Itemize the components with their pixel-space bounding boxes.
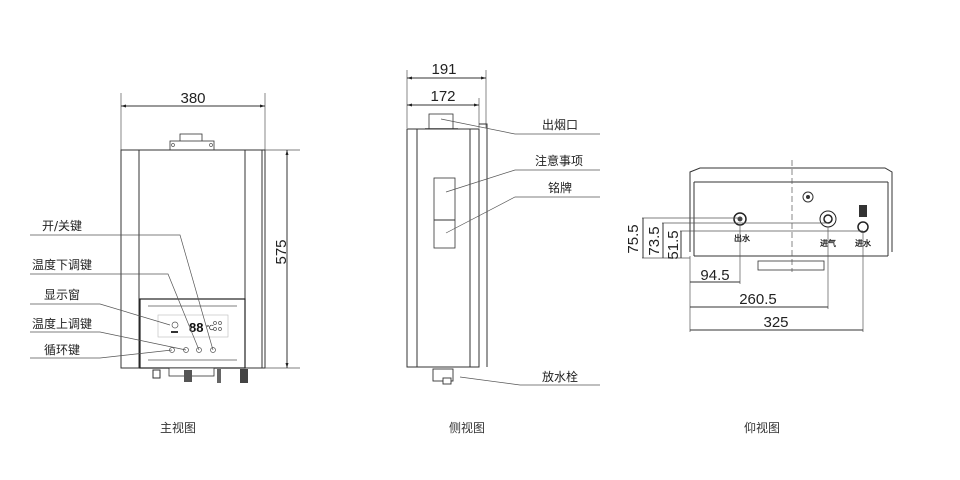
- side-view-caption: 侧视图: [449, 420, 485, 435]
- front-view: 380 575 88 ℃: [30, 90, 300, 435]
- port-label-water-in: 进水: [855, 238, 872, 248]
- callout-nameplate: 铭牌: [548, 180, 572, 195]
- callout-leader: [30, 273, 200, 351]
- mounting-plate: [169, 140, 215, 151]
- callout-power-key: 开/关键: [42, 219, 82, 233]
- indicator-icon: [213, 327, 217, 331]
- callout-leader: [30, 349, 173, 359]
- callout-circulation-key: 循环键: [44, 343, 80, 357]
- dim-73-5: 73.5: [646, 226, 663, 255]
- callout-leader: [30, 331, 187, 351]
- fitting: [152, 369, 161, 379]
- screw-hole: [209, 143, 213, 147]
- gas-valve: [184, 370, 192, 382]
- water-outlet-core: [737, 216, 743, 222]
- wall-bracket: [479, 123, 488, 367]
- callout-leader: [459, 376, 600, 386]
- callout-temp-down-key: 温度下调键: [32, 257, 92, 272]
- callout-drain-plug: 放水栓: [542, 369, 578, 384]
- indicator-icon: [218, 321, 222, 325]
- screw-hole: [171, 143, 175, 147]
- temp-down-button: [196, 347, 202, 353]
- bottom-view: 出水 进气 进水 75.5 73.5 51.5 94.5 260.5 325 仰…: [625, 160, 893, 435]
- depth-outer-dimension: 191: [431, 61, 456, 78]
- callout-flue-outlet: 出烟口: [542, 118, 578, 132]
- display-window: [157, 314, 229, 338]
- callout-leader: [30, 234, 214, 351]
- dim-94-5: 94.5: [700, 267, 729, 284]
- dim-260-5: 260.5: [739, 291, 777, 308]
- water-valve: [240, 369, 248, 383]
- width-dimension: 380: [180, 90, 205, 107]
- indicator-icon: [213, 321, 217, 325]
- side-view: 191 172 出烟口 注意事项 铭牌 放水栓 侧视图: [406, 61, 600, 435]
- dim-51-5: 51.5: [665, 230, 682, 259]
- indicator-bar: [171, 331, 178, 333]
- port-label-water-out: 出水: [734, 233, 751, 243]
- bottom-view-caption: 仰视图: [744, 420, 780, 435]
- label-plate: [433, 177, 456, 249]
- water-inlet-valve: [859, 205, 867, 217]
- drain-cap: [442, 377, 452, 385]
- fan-icon: [171, 321, 179, 329]
- bottom-outline: [689, 167, 893, 252]
- display-unit: ℃: [206, 324, 214, 332]
- power-button: [210, 347, 216, 353]
- height-dimension: 575: [273, 239, 290, 264]
- depth-inner-dimension: 172: [430, 88, 455, 105]
- flue-port-core: [806, 195, 810, 199]
- pipe: [217, 369, 221, 383]
- callout-display-window: 显示窗: [44, 288, 80, 302]
- callout-leader: [30, 303, 171, 326]
- callout-temp-up-key: 温度上调键: [32, 316, 92, 331]
- temp-up-button: [183, 347, 189, 353]
- water-inlet-port: [857, 221, 869, 233]
- flue-outlet: [428, 113, 454, 130]
- callout-leader: [440, 118, 600, 135]
- callout-leader: [445, 169, 600, 193]
- display-digits: 88: [189, 320, 203, 335]
- indicator-icon: [218, 327, 222, 331]
- callout-leader: [445, 196, 600, 234]
- front-view-caption: 主视图: [160, 420, 196, 435]
- callout-notice: 注意事项: [535, 153, 583, 168]
- dim-325: 325: [763, 314, 788, 331]
- dim-75-5: 75.5: [625, 224, 642, 253]
- gas-inlet-core: [823, 214, 833, 224]
- bracket-slot: [757, 260, 825, 271]
